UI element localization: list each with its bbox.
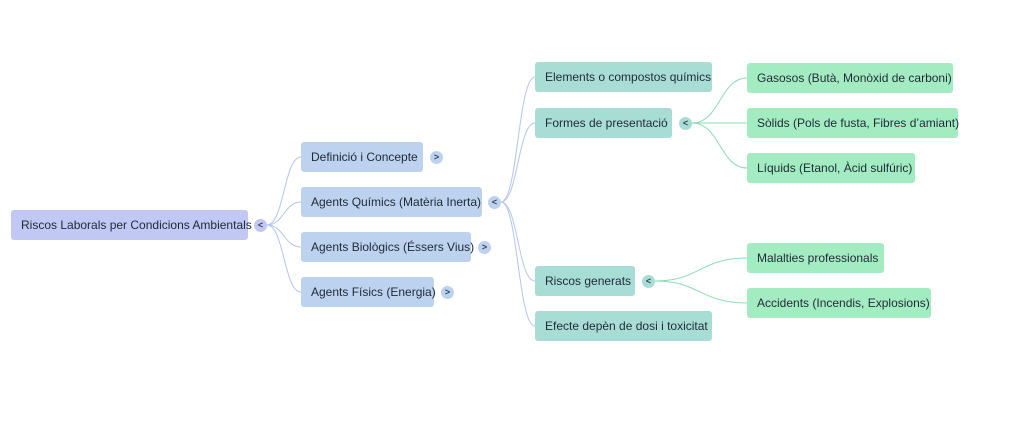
link-root-biologics	[266, 224, 302, 248]
node-accidents[interactable]: Accidents (Incendis, Explosions)	[747, 288, 931, 318]
node-definicio-concepte[interactable]: Definició i Concepte	[301, 142, 423, 172]
link-root-definicio	[266, 156, 302, 226]
fisics-expand-toggle[interactable]: >	[441, 286, 454, 299]
link-quimics-riscos	[500, 201, 536, 282]
definicio-expand-toggle[interactable]: >	[430, 151, 443, 164]
link-quimics-formes	[500, 122, 536, 203]
link-formes-gasosos	[691, 77, 748, 124]
root-node[interactable]: Riscos Laborals per Condicions Ambiental…	[11, 210, 252, 240]
node-agents-fisics[interactable]: Agents Físics (Energia)	[301, 277, 436, 307]
node-formes-presentacio[interactable]: Formes de presentació	[535, 108, 672, 138]
node-liquids[interactable]: Líquids (Etanol, Àcid sulfúric)	[747, 153, 915, 183]
root-collapse-toggle[interactable]: <	[254, 219, 267, 232]
link-riscos-accidents	[654, 280, 748, 304]
link-riscos-malalties	[654, 257, 748, 282]
link-root-fisics	[266, 224, 302, 293]
link-formes-liquids	[691, 122, 748, 169]
node-malalties-professionals[interactable]: Malalties professionals	[747, 243, 884, 273]
node-elements-compostos[interactable]: Elements o compostos químics	[535, 62, 712, 92]
link-root-quimics	[266, 201, 302, 226]
link-quimics-efecte	[500, 201, 536, 327]
riscos-collapse-toggle[interactable]: <	[642, 275, 655, 288]
node-agents-biologics[interactable]: Agents Biològics (Éssers Vius)	[301, 232, 474, 262]
formes-collapse-toggle[interactable]: <	[679, 117, 692, 130]
node-gasosos[interactable]: Gasosos (Butà, Monòxid de carboni)	[747, 63, 953, 93]
quimics-collapse-toggle[interactable]: <	[488, 196, 501, 209]
node-riscos-generats[interactable]: Riscos generats	[535, 266, 635, 296]
link-quimics-elements	[500, 76, 536, 203]
node-efecte-dosi[interactable]: Efecte depèn de dosi i toxicitat	[535, 311, 712, 341]
node-solids[interactable]: Sòlids (Pols de fusta, Fibres d’amiant)	[747, 108, 959, 138]
node-agents-quimics[interactable]: Agents Químics (Matèria Inerta)	[301, 187, 482, 217]
biologics-expand-toggle[interactable]: >	[478, 241, 491, 254]
